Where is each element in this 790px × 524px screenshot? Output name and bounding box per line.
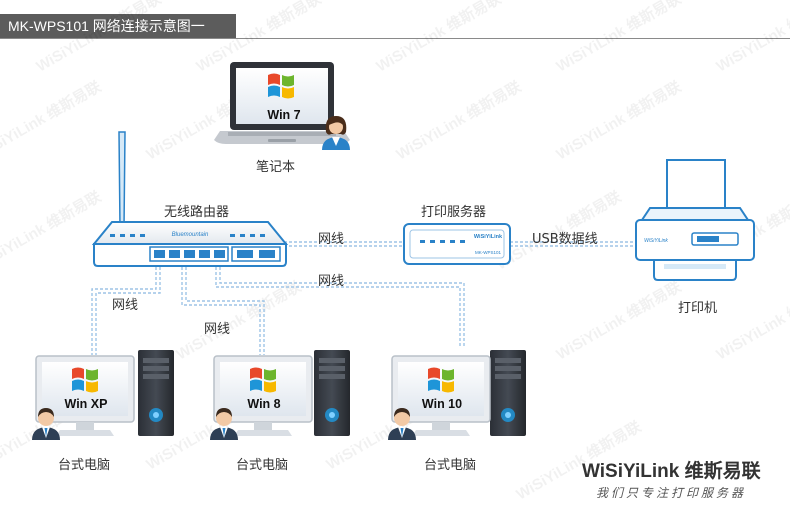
cable-label-router-pc2: 网线	[204, 322, 231, 337]
page-title: MK-WPS101 网络连接示意图一	[0, 14, 236, 38]
cable-label-usb: USB数据线	[532, 232, 598, 247]
printer-device: WiSiYiLink	[635, 159, 755, 281]
print-server-brand-text: WiSiYiLink	[474, 234, 503, 240]
title-divider	[0, 38, 790, 39]
cable-print-server-to-printer	[510, 241, 636, 247]
laptop-os-label: Win 7	[267, 108, 300, 122]
laptop-caption: 笔记本	[256, 160, 296, 175]
print-server-caption: 打印服务器	[421, 205, 487, 220]
female-user-icon	[322, 116, 350, 150]
desktop-computer-1	[32, 350, 174, 440]
cable-router-to-desktop-2	[181, 262, 265, 355]
brand-logo-text: WiSiYiLink 维斯易联	[582, 461, 761, 482]
brand-slogan: 我们只专注打印服务器	[596, 486, 747, 500]
router-status-leds	[110, 234, 265, 237]
print-server-device: WiSiYiLink MK-WPS101	[403, 223, 511, 265]
print-server-leds	[420, 240, 465, 243]
wireless-router: Bluemountain	[91, 131, 289, 267]
cable-router-to-print-server	[284, 241, 404, 247]
desktop-computer-2	[210, 350, 350, 440]
cable-label-router-pc1: 网线	[112, 298, 139, 313]
router-brand-text: Bluemountain	[172, 232, 209, 238]
print-server-model-text: MK-WPS101	[475, 250, 502, 255]
cable-router-to-desktop-1	[91, 262, 161, 355]
cable-label-router-server: 网线	[318, 232, 345, 247]
cable-router-to-desktop-3	[215, 262, 465, 348]
router-lan-ports	[154, 250, 225, 258]
printer-brand-text: WiSiYiLink	[644, 238, 668, 244]
desktop-computer-3	[388, 350, 526, 440]
desktop-2-os-label: Win 8	[247, 397, 280, 411]
desktop-1-os-label: Win XP	[65, 397, 108, 411]
desktop-3-os-label: Win 10	[422, 397, 462, 411]
cable-label-router-pc3: 网线	[318, 274, 345, 289]
laptop	[214, 62, 350, 150]
printer-caption: 打印机	[678, 301, 718, 316]
desktop-2-caption: 台式电脑	[236, 458, 289, 473]
desktop-3-caption: 台式电脑	[424, 458, 477, 473]
router-caption: 无线路由器	[164, 205, 230, 220]
router-wan-ports	[237, 250, 275, 258]
desktop-1-caption: 台式电脑	[58, 458, 111, 473]
